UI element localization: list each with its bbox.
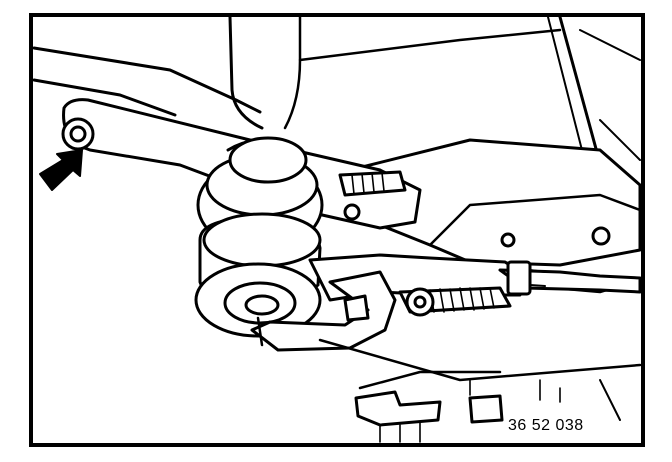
figure-reference-number: 36 52 038 (506, 417, 586, 435)
adjuster-screw (338, 170, 407, 221)
indicator-arrow (39, 149, 83, 191)
floor-structure (318, 338, 642, 443)
brake-cable (498, 260, 642, 296)
return-spring (343, 286, 512, 322)
lever-mounting-bolt (61, 117, 95, 151)
